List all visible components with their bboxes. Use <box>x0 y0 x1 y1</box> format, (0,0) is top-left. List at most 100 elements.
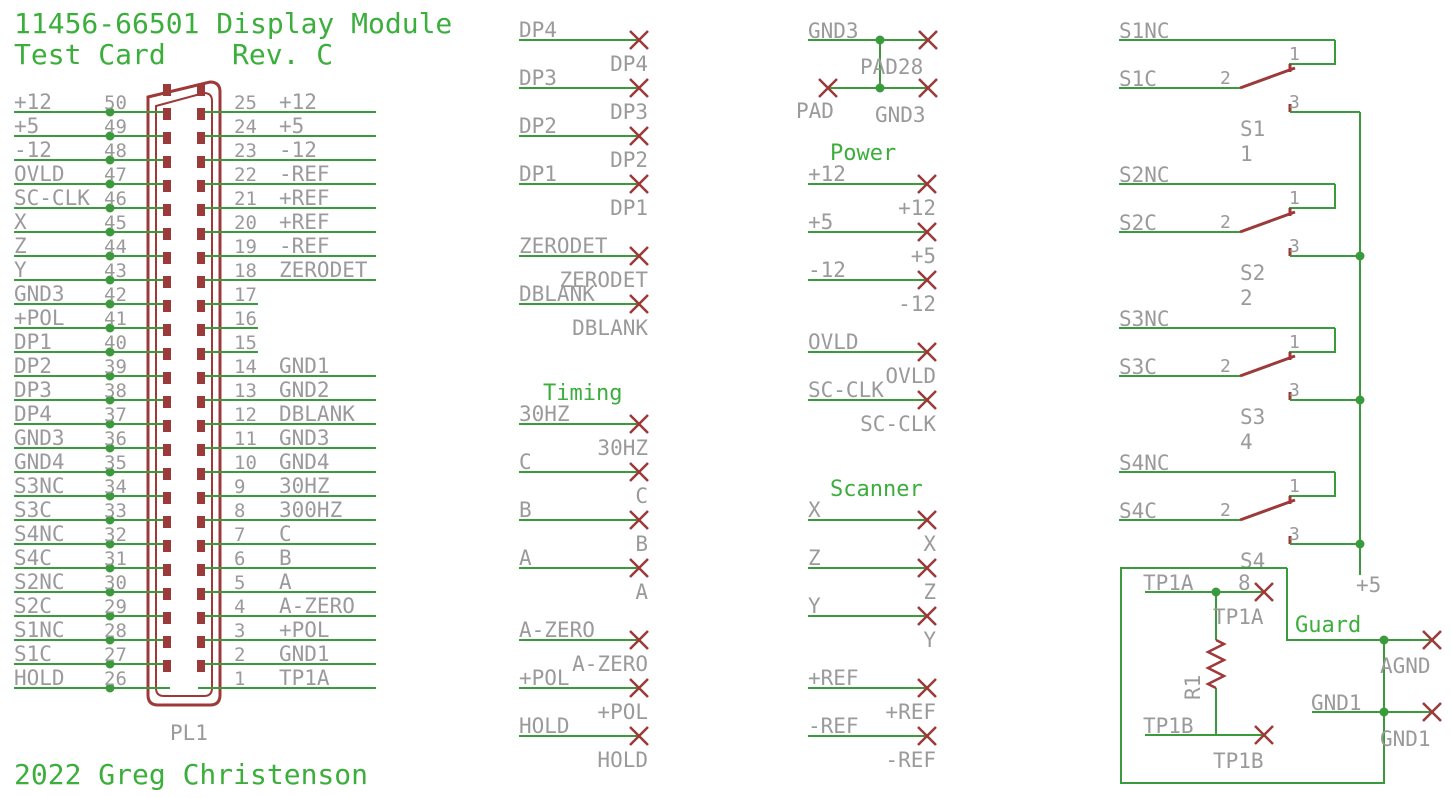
gnd3-pad-group: GND3 PAD28 PAD GND3 <box>796 19 938 127</box>
connector-pin-number: 38 <box>104 380 127 402</box>
section-scanner-label: Scanner <box>830 477 923 502</box>
pad-net-label: ZERODET <box>519 234 608 258</box>
connector-contact <box>197 540 205 552</box>
connector-pin-number: 29 <box>104 596 127 618</box>
connector-pin-number: 24 <box>234 116 257 138</box>
switch-blade-icon <box>1239 354 1296 378</box>
connector-pin-number: 41 <box>104 308 127 330</box>
connector-contact <box>163 324 171 336</box>
connector-contact <box>197 252 205 264</box>
connector-contact <box>163 612 171 624</box>
tp1a-pin-number: 8 <box>1238 571 1251 595</box>
connector-pin-number: 45 <box>104 212 127 234</box>
pad-marker-icon <box>629 462 649 482</box>
agnd-pad-label: AGND <box>1380 654 1431 678</box>
pad-net-label: Z <box>808 546 821 570</box>
junction-dot <box>105 275 115 285</box>
pad-net-label: +POL <box>519 666 570 690</box>
pad-name-label: SC-CLK <box>860 412 936 436</box>
junction-dot <box>105 563 115 573</box>
junction-dot <box>105 611 115 621</box>
pad-marker-icon <box>918 30 938 50</box>
pad-name-label: DBLANK <box>572 316 648 340</box>
junction-dot <box>105 299 115 309</box>
junction-dot <box>105 323 115 333</box>
switch-ref-label: S3 <box>1240 405 1265 429</box>
connector-pin-number: 9 <box>234 476 245 498</box>
connector-contact <box>163 564 171 576</box>
pad-name-label: DP2 <box>610 148 648 172</box>
junction-dot <box>1211 587 1221 597</box>
junction-dot <box>105 419 115 429</box>
connector-pin-number: 25 <box>234 92 257 114</box>
connector-contact <box>163 420 171 432</box>
pad-marker-icon <box>629 294 649 314</box>
switch-pin-number: 3 <box>1289 92 1300 113</box>
connector-ref-label: PL1 <box>170 721 208 745</box>
connector-contact <box>197 372 205 384</box>
connector-net-label: DP1 <box>14 330 52 354</box>
pad-marker-icon <box>1422 630 1442 650</box>
tp1a-pad-label: TP1A <box>1213 605 1264 629</box>
connector-contact <box>163 588 171 600</box>
connector-pin-number: 12 <box>234 404 257 426</box>
connector-pin-number: 15 <box>234 332 257 354</box>
connector-net-label: S3NC <box>14 474 65 498</box>
connector-net-label: -12 <box>14 138 52 162</box>
pad-marker-icon <box>917 606 937 626</box>
pad-marker-icon <box>918 78 938 98</box>
guard-circuit: Guard TP1A 8 TP1A TP1B TP1B R1 AGND GND1… <box>1120 567 1442 784</box>
connector-pin-number: 6 <box>234 548 245 570</box>
connector-pl1 <box>146 80 222 707</box>
plus5-net-label: +5 <box>1356 573 1381 597</box>
switch-ref-label: S2 <box>1240 261 1265 285</box>
switch-pin-number: 2 <box>1220 212 1231 233</box>
junction-dot <box>105 179 115 189</box>
pads-column-1: DP4DP4DP3DP3DP2DP2DP1DP1ZERODETZERODETDB… <box>519 18 649 772</box>
junction-dot <box>1379 707 1389 717</box>
connector-net-label: +12 <box>279 90 317 114</box>
connector-net-label: -REF <box>279 162 330 186</box>
switch-value-label: 2 <box>1240 286 1253 310</box>
connector-pin-number: 49 <box>104 116 127 138</box>
connector-net-label: GND4 <box>14 450 65 474</box>
switch-blade-icon <box>1239 498 1296 522</box>
connector-pin-number: 37 <box>104 404 127 426</box>
connector-pin-number: 47 <box>104 164 127 186</box>
connector-pin-number: 7 <box>234 524 245 546</box>
switch-pin-number: 1 <box>1289 476 1300 497</box>
connector-pin-number: 48 <box>104 140 127 162</box>
switch-pin-number: 3 <box>1289 524 1300 545</box>
connector-contact <box>197 84 205 96</box>
switch-c-label: S3C <box>1119 355 1157 379</box>
connector-net-label: GND2 <box>279 378 330 402</box>
junction-dot <box>105 131 115 141</box>
connector-net-label: S2NC <box>14 570 65 594</box>
switch-value-label: 4 <box>1240 430 1253 454</box>
pad-name-label: DP1 <box>610 196 648 220</box>
connector-net-label: GND1 <box>279 642 330 666</box>
pad-name-label: 30HZ <box>597 436 648 460</box>
switch-c-label: S1C <box>1119 67 1157 91</box>
connector-pin-number: 14 <box>234 356 257 378</box>
connector-contact <box>197 276 205 288</box>
junction-dot <box>105 635 115 645</box>
gnd3-net-label: GND3 <box>808 19 859 43</box>
connector-pin-number: 20 <box>234 212 257 234</box>
pad-name-label: ZERODET <box>559 268 648 292</box>
connector-pin-number: 34 <box>104 476 127 498</box>
pad-name-label: OVLD <box>885 364 936 388</box>
connector-net-label: X <box>14 210 27 234</box>
connector-pin-number: 21 <box>234 188 257 210</box>
connector-net-label: GND1 <box>279 354 330 378</box>
connector-pin-number: 17 <box>234 284 257 306</box>
pads-column-2: +12+12+5+5-12-12OVLDOVLDSC-CLKSC-CLKXXZZ… <box>808 162 937 772</box>
pad-marker-icon <box>1254 725 1274 745</box>
resistor-ref-label: R1 <box>1181 675 1205 700</box>
connector-pin-number: 46 <box>104 188 127 210</box>
connector-pin-number: 36 <box>104 428 127 450</box>
connector-pin-number: 44 <box>104 236 127 258</box>
connector-net-label: A <box>279 570 292 594</box>
pad-net-label: DP1 <box>519 162 557 186</box>
